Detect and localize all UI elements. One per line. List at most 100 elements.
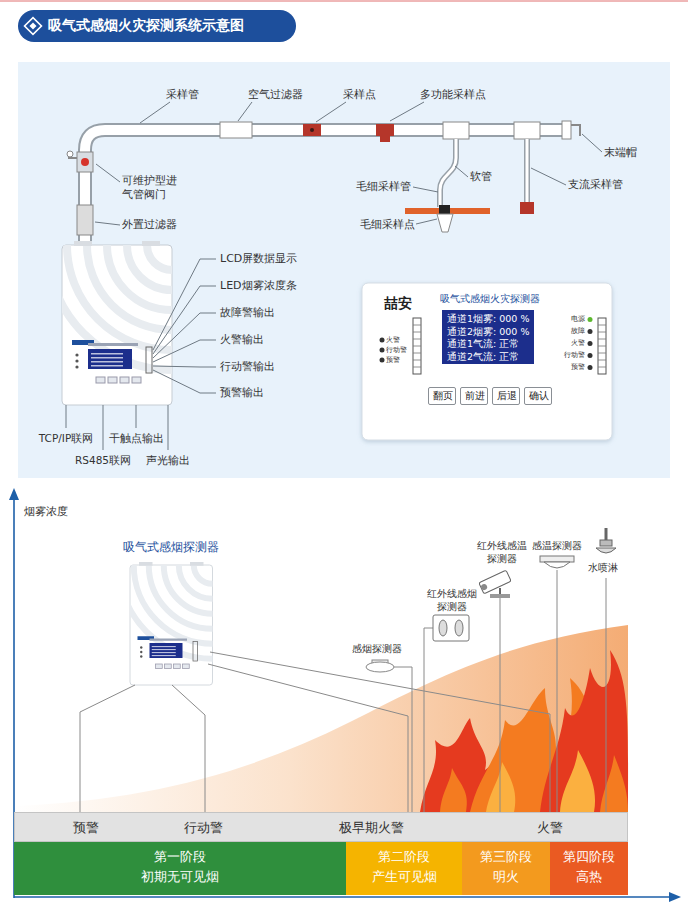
detector-front-panel (380, 338, 385, 343)
leader-line (606, 578, 607, 812)
detector-device (47, 120, 297, 405)
alarm-level: 极早期火警 (339, 820, 404, 836)
diagram-title: 吸气式感烟火灾探测系统示意图 (48, 17, 244, 35)
detector-icons (439, 620, 447, 636)
leader-line (390, 102, 424, 121)
output-label: 故障警输出 (220, 306, 275, 320)
alarm-level: 行动警 (184, 820, 223, 836)
sampling-pipe (524, 139, 530, 203)
leader-line (153, 366, 216, 367)
leader-line (582, 134, 602, 152)
pipe-part-label: 毛细采样管 (356, 180, 411, 194)
top-rule (0, 1, 688, 2)
detector-front-panel (380, 348, 385, 353)
stage-label: 明火 (493, 869, 519, 885)
indicator-label: 故障 (571, 327, 585, 336)
pipe-part-label: 支流采样管 (568, 178, 623, 192)
button-label: 确认 (529, 390, 549, 402)
leader-line (136, 405, 137, 428)
header-pill (18, 10, 296, 42)
leader-line (455, 166, 468, 177)
leader-line (210, 652, 550, 812)
device-label: 感温探测器 (532, 540, 582, 553)
axis (669, 892, 681, 902)
port-label: 声光输出 (146, 454, 190, 467)
pipe-part-label: 末端帽 (604, 146, 637, 160)
leader-line (153, 286, 216, 354)
screen-line: 通道1气流: 正常 (447, 338, 519, 350)
detector-front-panel (588, 365, 593, 370)
sampling-pipe (67, 121, 580, 246)
sampling-pipe (526, 139, 529, 203)
header-pill (29, 22, 36, 29)
pipe-part-label: 可维护型进气管阀门 (122, 174, 178, 202)
detector-icons (480, 583, 488, 591)
button-label: 后退 (497, 390, 517, 402)
alarm-level: 预警 (73, 820, 99, 836)
sampling-pipe (443, 122, 469, 139)
detector-front-panel (588, 329, 593, 334)
lcd-screen: 通道1烟雾: 000 %通道2烟雾: 000 %通道1气流: 正常通道2气流: … (442, 310, 534, 364)
detector-front-panel (413, 318, 421, 374)
port-label: TCP/IP联网 (39, 432, 93, 445)
detector-icons (366, 528, 616, 672)
leader-line (316, 102, 346, 122)
panel-button: 确认 (524, 387, 552, 405)
screen-line: 通道2烟雾: 000 % (447, 326, 529, 338)
leader-line (238, 102, 252, 121)
indicator-label: 火警 (571, 339, 585, 348)
sampling-pipe (376, 124, 394, 136)
sampling-pipe (303, 124, 321, 136)
detector-icons (499, 588, 501, 594)
device-label: 水喷淋 (588, 562, 618, 575)
leader-line (103, 405, 104, 450)
output-label: 行动警输出 (220, 360, 275, 374)
flames (600, 755, 628, 812)
axis (14, 896, 670, 898)
detector-front-panel (362, 283, 612, 440)
button-label: 前进 (465, 390, 485, 402)
stage-label: 第一阶段 (154, 849, 206, 865)
pipe-part-label: 外置过滤器 (122, 218, 177, 232)
detector-front-panel (588, 341, 593, 346)
leader-line (96, 164, 120, 182)
pipe-part-label: 空气过滤器 (248, 88, 303, 102)
indicator-label: 电源 (571, 315, 585, 324)
button-label: 翻页 (433, 390, 453, 402)
sampling-pipe (380, 136, 390, 142)
flames (440, 768, 467, 812)
panel-button: 翻页 (428, 387, 456, 405)
stage-box: 第四阶段高热 (550, 842, 628, 895)
leader-line (153, 370, 216, 393)
sampling-pipe (77, 152, 93, 172)
detector-icons (455, 620, 463, 636)
stage-box: 第二阶段产生可见烟 (346, 842, 462, 895)
panel-text: 吸气式感烟火灾探测器 (440, 293, 540, 306)
sampling-pipe (67, 151, 73, 157)
pipe-part-label: 软管 (470, 170, 492, 184)
leader-line (394, 667, 412, 812)
pipe-part-label: 毛细采样点 (360, 218, 415, 232)
screen-line: 通道2气流: 正常 (447, 351, 519, 363)
panel-text: 喆安 (384, 295, 412, 313)
alarm-level: 火警 (537, 820, 563, 836)
pipe-part-label: 多功能采样点 (420, 88, 486, 102)
detector-front-panel (380, 358, 385, 363)
leader-line (153, 259, 216, 350)
axis (9, 488, 19, 500)
device-label: 吸气式感烟探测器 (123, 540, 219, 555)
detector-icons (433, 615, 469, 641)
flames (420, 650, 628, 812)
device-label: 红外线感烟探测器 (426, 588, 478, 613)
output-label: LED烟雾浓度条 (220, 279, 297, 293)
detector-front-panel (598, 325, 606, 367)
stage-label: 产生可见烟 (372, 869, 437, 885)
sampling-pipe (514, 122, 540, 139)
stage-label: 初期无可见烟 (141, 869, 219, 885)
stage-box: 第三阶段明火 (462, 842, 550, 895)
sampling-pipe (562, 121, 571, 139)
detector-icons (600, 540, 612, 546)
port-label: 干触点输出 (109, 432, 164, 445)
